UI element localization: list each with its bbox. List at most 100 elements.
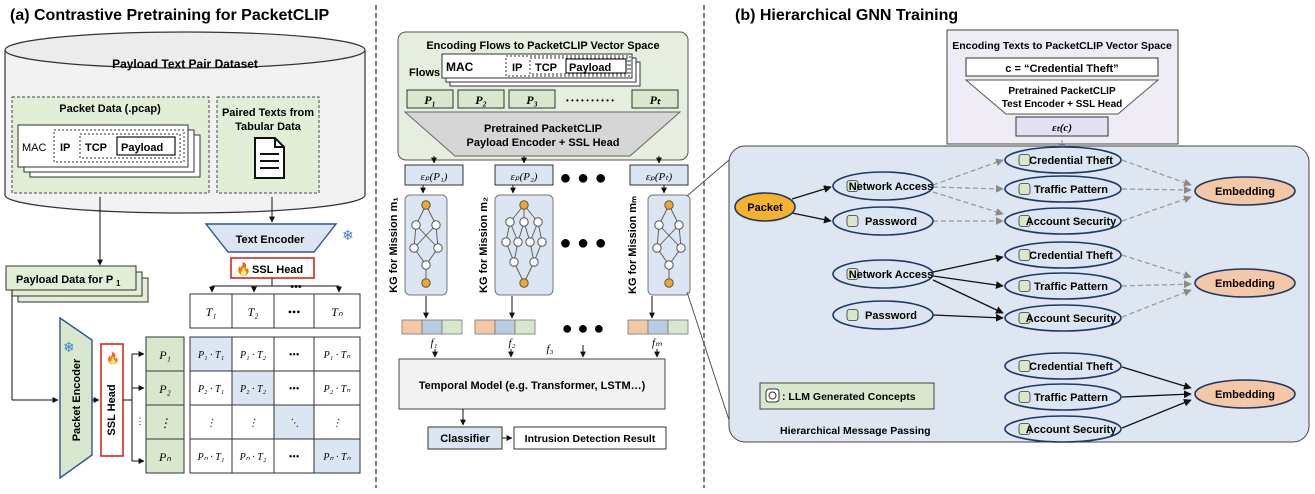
packet-encoder-label: Packet Encoder bbox=[71, 358, 83, 441]
payload-encoder-label-2: Payload Encoder + SSL Head bbox=[467, 137, 620, 149]
packet-cell bbox=[457, 89, 505, 109]
matrix-cell-value: P₁ · Tₙ bbox=[323, 350, 352, 361]
kg-node bbox=[501, 237, 511, 247]
feature-segment bbox=[421, 319, 443, 335]
payload-encoder-label-1: Pretrained PacketCLIP bbox=[484, 123, 602, 135]
gnn-edge bbox=[791, 212, 832, 224]
password-node-2-label: Password bbox=[865, 310, 917, 322]
kg-label: KG for Mission m₂ bbox=[478, 197, 490, 293]
traffic-pattern-node-3-label: Traffic Pattern bbox=[1034, 392, 1108, 404]
password-node-label: Password bbox=[865, 216, 917, 228]
panel-b-title: (b) Hierarchical GNN Training bbox=[735, 7, 958, 24]
flow-layer-tcp: TCP bbox=[535, 62, 557, 74]
paired-texts-title-2: Tabular Data bbox=[235, 121, 302, 133]
matrix-cell-value: P₂ · T₂ bbox=[239, 384, 267, 395]
text-encoder-b-1: Pretrained PacketCLIP bbox=[1008, 86, 1116, 97]
kg-big-dots: ● ● ● bbox=[559, 232, 606, 254]
network-access-node bbox=[832, 171, 934, 201]
kg-node bbox=[421, 260, 431, 270]
matrix-cell-value: ⋮ bbox=[248, 418, 258, 429]
matrix-cell bbox=[313, 336, 361, 372]
kg-node bbox=[537, 237, 547, 247]
account-security-node-label: Account Security bbox=[1026, 216, 1117, 228]
matrix-cell-value: P₂ · T₁ bbox=[197, 384, 224, 395]
credential-theft-node-2 bbox=[1004, 241, 1122, 269]
packet-label: P₃ bbox=[526, 93, 538, 107]
embedding-big-dots: ● ● ● bbox=[559, 167, 606, 189]
kg-node bbox=[525, 237, 535, 247]
embedding-cell bbox=[629, 164, 689, 186]
kg-node bbox=[529, 257, 539, 267]
kg-node bbox=[505, 217, 515, 227]
matrix-row-header: Pₙ bbox=[158, 450, 171, 464]
c-value: c = “Credential Theft” bbox=[1005, 63, 1118, 75]
credential-theft-node-3 bbox=[1004, 352, 1122, 380]
legend-box bbox=[759, 382, 935, 410]
llm-icon bbox=[1018, 360, 1031, 372]
embedding-node-2 bbox=[1194, 268, 1296, 298]
matrix-col-header-cell bbox=[273, 293, 315, 329]
kg-node bbox=[676, 243, 686, 253]
kg-node bbox=[509, 257, 519, 267]
network-access-node-2 bbox=[832, 259, 934, 289]
gnn-edge bbox=[932, 279, 1004, 314]
text-branch-dots: ••• bbox=[290, 281, 302, 293]
gnn-edge bbox=[932, 313, 1004, 322]
kg-node bbox=[652, 243, 662, 253]
embedding-node bbox=[1194, 176, 1296, 206]
gnn-edge bbox=[1121, 195, 1192, 222]
gnn-edge bbox=[1121, 399, 1192, 429]
llm-icon bbox=[1018, 215, 1031, 227]
packet-label: P₂ bbox=[475, 93, 487, 107]
packet-cell bbox=[508, 89, 556, 109]
text-encoder-shape bbox=[204, 223, 338, 253]
llm-icon bbox=[1018, 154, 1031, 166]
kg-node bbox=[409, 243, 419, 253]
pkt-layer-ip: IP bbox=[60, 142, 70, 154]
matrix-cell bbox=[231, 404, 275, 440]
llm-icon bbox=[846, 268, 859, 280]
c-value-box bbox=[965, 57, 1159, 77]
matrix-cell-value: Pₙ · Tₙ bbox=[322, 452, 351, 463]
flow-layer-ip: IP bbox=[512, 62, 522, 74]
credential-theft-node-2-label: Credential Theft bbox=[1029, 250, 1113, 262]
llm-icon bbox=[1018, 312, 1031, 324]
matrix-cell-value: ⋮ bbox=[332, 418, 342, 429]
matrix-col-header-cell bbox=[313, 293, 361, 329]
message-passing-label: Hierarchical Message Passing bbox=[780, 425, 931, 437]
snowflake-icon-2: ❄ bbox=[63, 339, 75, 355]
llm-icon bbox=[765, 388, 780, 403]
snowflake-icon: ❄ bbox=[342, 227, 354, 243]
packet-label: Pₜ bbox=[650, 93, 662, 107]
traffic-pattern-node bbox=[1004, 175, 1122, 203]
matrix-cell bbox=[231, 438, 275, 474]
feature-segment bbox=[627, 319, 649, 335]
feature-label: f₃ bbox=[547, 343, 554, 355]
credential-theft-node-3-label: Credential Theft bbox=[1029, 361, 1113, 373]
traffic-pattern-node-label: Traffic Pattern bbox=[1034, 184, 1108, 196]
text-branch-lines bbox=[209, 278, 342, 293]
embedding-row: εₚ(P₁)εₚ(P₂)εₚ(Pₜ) bbox=[404, 156, 689, 186]
gnn-edge bbox=[1121, 280, 1192, 289]
matrix-col-header: Tₙ bbox=[331, 305, 343, 319]
network-access-node-label: Network Access bbox=[849, 181, 934, 193]
fire-icon-2: 🔥 bbox=[106, 352, 120, 365]
kg-box bbox=[647, 194, 691, 296]
feature-segment bbox=[494, 319, 516, 335]
matrix-col-header: ••• bbox=[288, 305, 301, 319]
payload-data-label: Payload Data for P bbox=[16, 274, 113, 286]
traffic-pattern-node-2 bbox=[1004, 272, 1122, 300]
feature-big-dots: ● ● ● bbox=[562, 318, 605, 338]
matrix-cell bbox=[273, 336, 315, 372]
temporal-model-box bbox=[398, 358, 666, 410]
gnn-edge bbox=[1121, 366, 1192, 390]
matrix-cell-value: Pₙ · T₁ bbox=[197, 452, 225, 463]
feature-segment bbox=[401, 319, 423, 335]
zoom-line-top bbox=[686, 159, 730, 197]
packet-cell bbox=[406, 89, 454, 109]
matrix-row-header: P₁ bbox=[158, 348, 171, 362]
gnn-edge bbox=[1121, 159, 1192, 187]
